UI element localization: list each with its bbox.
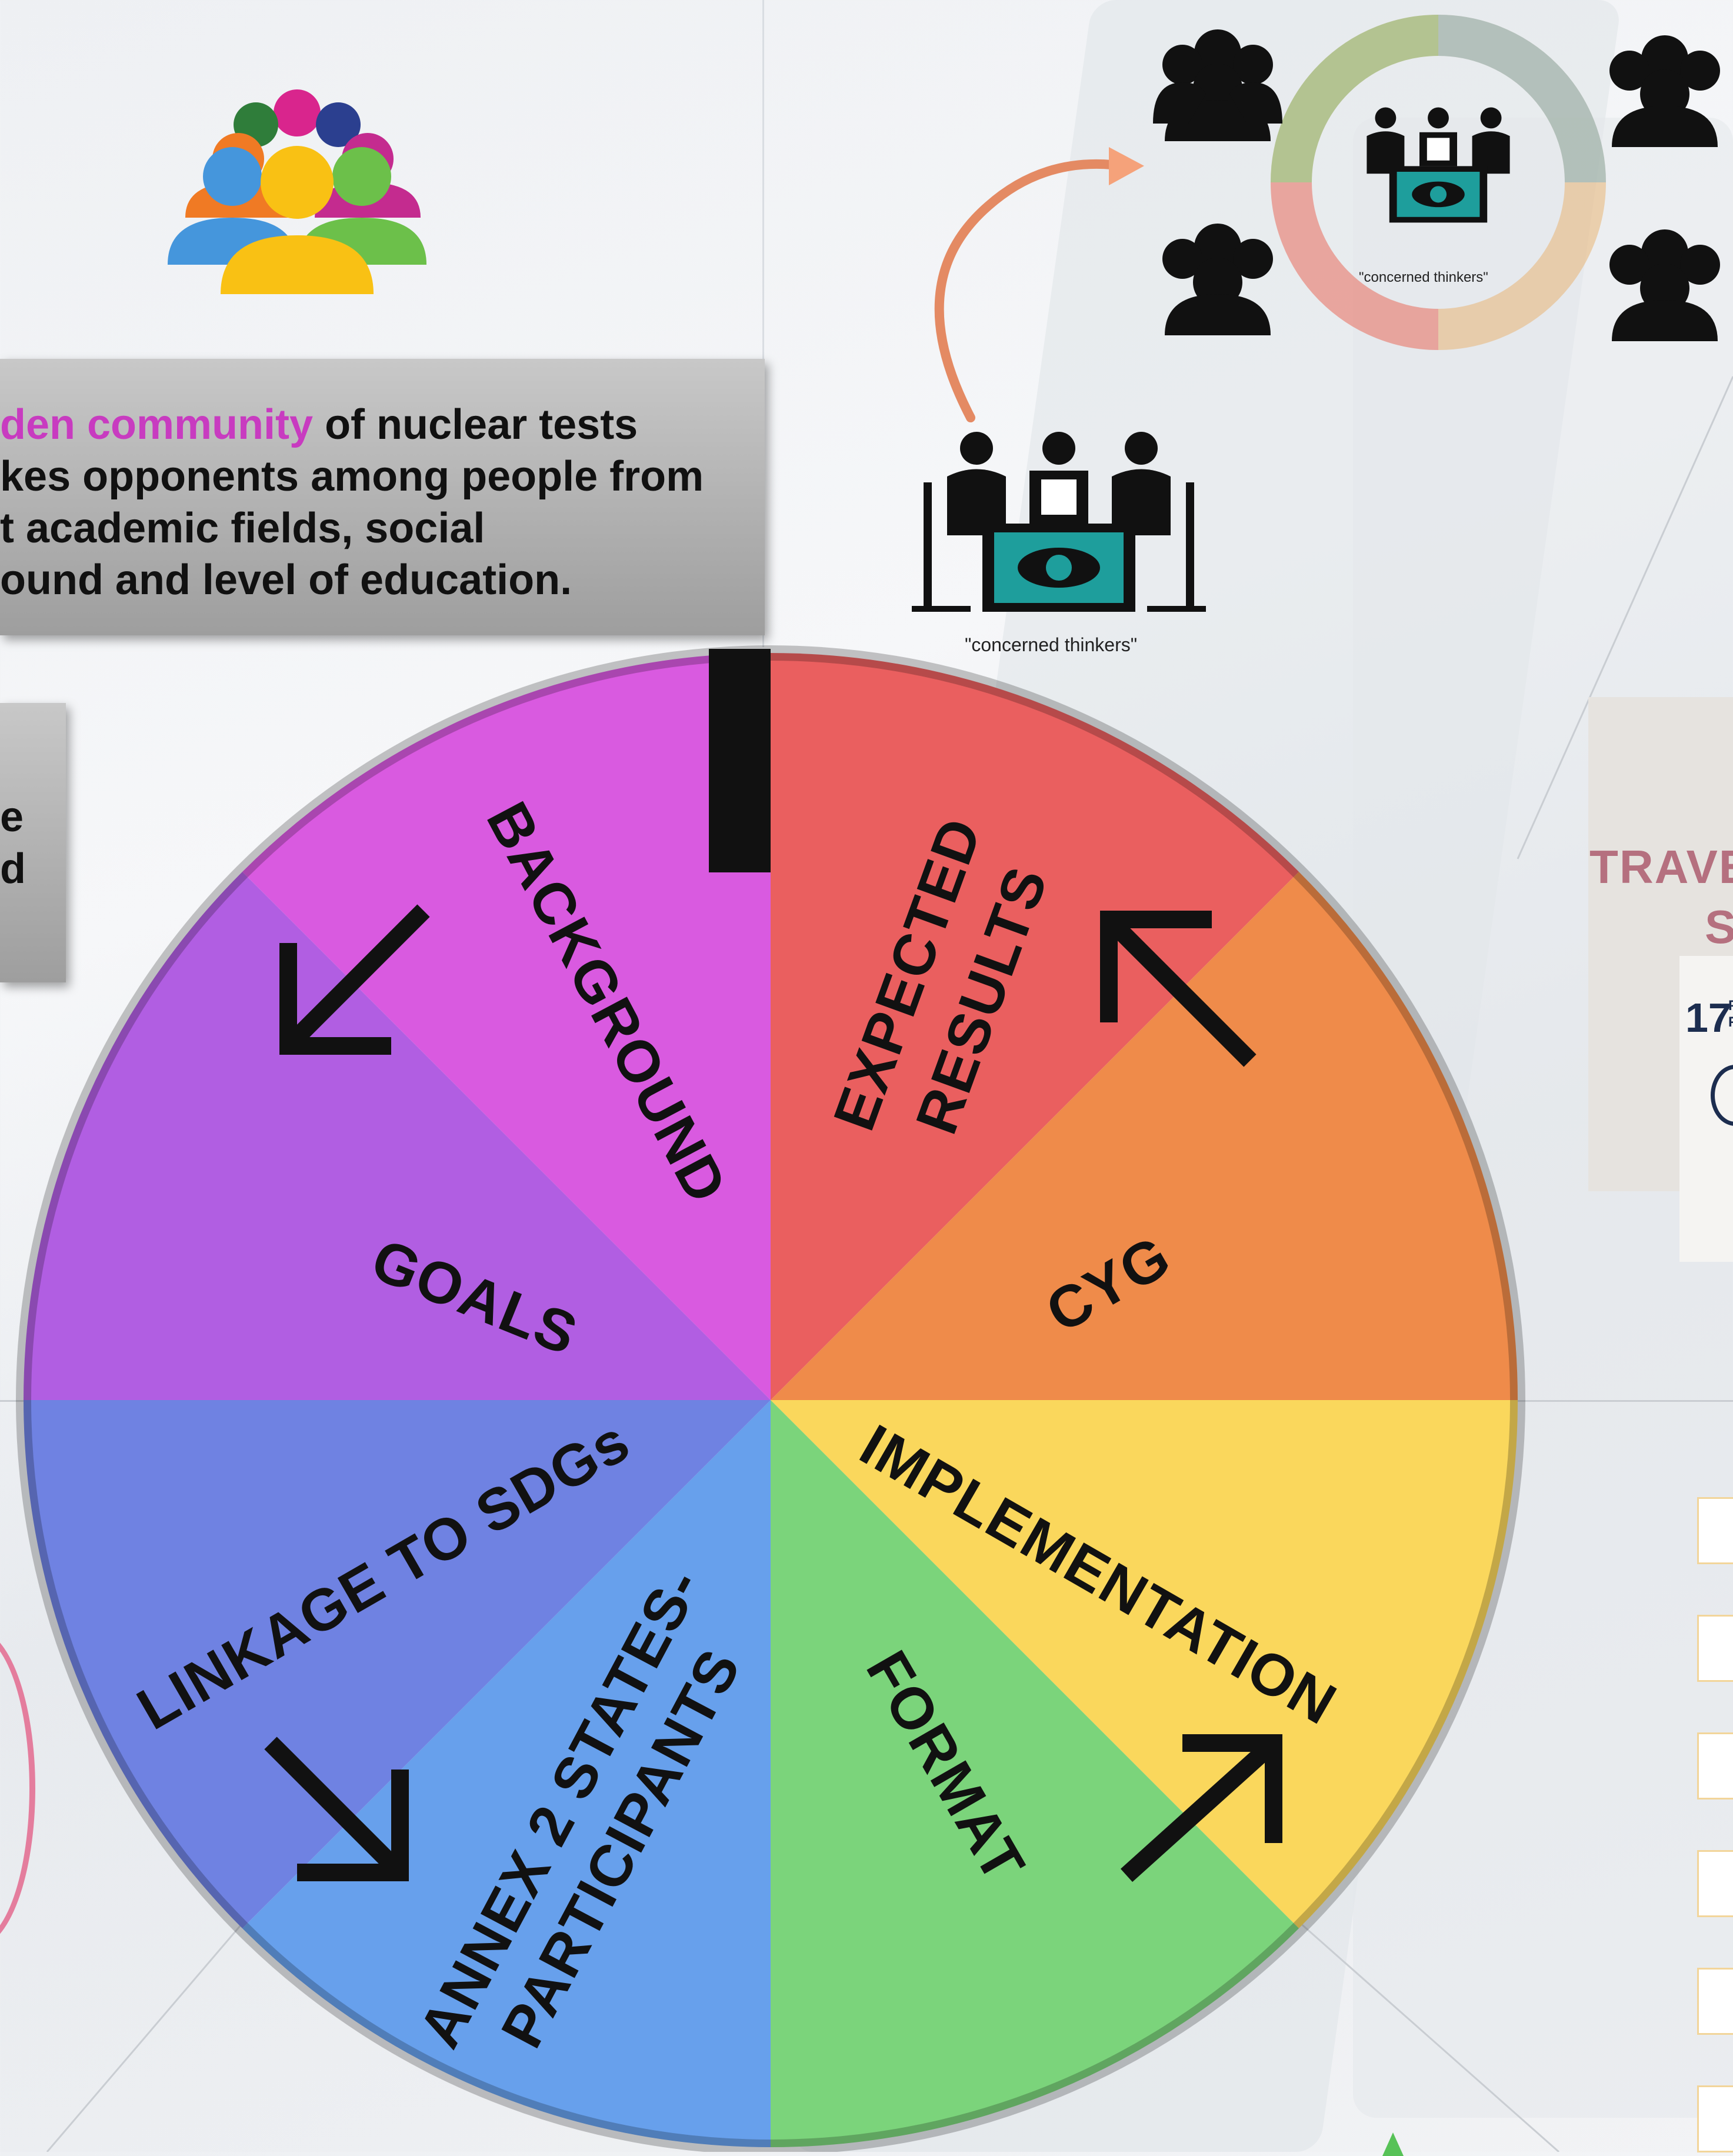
travel-card-title: TRAVELL — [1589, 841, 1733, 893]
description-line-2: kes opponents among people from — [0, 453, 704, 500]
sdg-meeting-caption: "concerned thinkers" — [1359, 269, 1488, 285]
list-item-box — [1697, 2085, 1733, 2152]
small-box-line-1: e — [0, 794, 24, 841]
arrow-down-right-icon — [264, 1737, 409, 1881]
travel-card-number: 17 — [1685, 995, 1731, 1041]
meeting-caption: "concerned thinkers" — [965, 634, 1138, 655]
description-line-1: den community of nuclear tests — [0, 401, 638, 448]
arrow-up-left-icon — [1100, 911, 1257, 1067]
direction-arrows — [264, 904, 1282, 1882]
divider-line — [0, 1400, 35, 1402]
divider-line — [1506, 1400, 1733, 1402]
description-line-4: ound and level of education. — [0, 557, 572, 604]
arrow-up-right-icon — [1120, 1734, 1282, 1882]
wheel-segment — [24, 1400, 771, 1929]
list-item-box — [1697, 1615, 1733, 1682]
arrow-down-left-icon — [279, 904, 430, 1055]
wheel-segment — [242, 1400, 771, 2147]
curved-arrow-icon — [934, 147, 1144, 422]
travel-card-subtitle: S — [1705, 901, 1733, 953]
divider-line — [762, 0, 764, 647]
small-info-box: e d — [0, 703, 66, 982]
wheel-segment — [242, 653, 771, 1400]
list-item-box — [1697, 1497, 1733, 1564]
description-box: den community of nuclear tests kes oppon… — [0, 359, 765, 635]
travel-card-p: P — [1728, 998, 1733, 1014]
wheel-segment — [771, 653, 1299, 1400]
wheel-segment — [24, 871, 771, 1400]
meeting-table-icon — [912, 432, 1206, 612]
sdg-meeting-icon — [1153, 15, 1720, 350]
description-line-3: t academic fields, social — [0, 505, 485, 552]
list-item-box — [1697, 1732, 1733, 1800]
group-people-icon — [168, 89, 426, 294]
wheel-segment — [771, 871, 1518, 1400]
small-box-line-2: d — [0, 845, 26, 892]
wheel-top-marker — [709, 649, 771, 872]
wheel-segment — [771, 1400, 1299, 2147]
travel-card-f: F — [1728, 1014, 1733, 1030]
wheel-segment — [771, 1400, 1518, 1929]
list-item-box — [1697, 1850, 1733, 1917]
list-item-box — [1697, 1968, 1733, 2035]
topic-wheel: BACKGROUND EXPECTED RESULTS CYG IMPLEMEN… — [16, 645, 1525, 2152]
